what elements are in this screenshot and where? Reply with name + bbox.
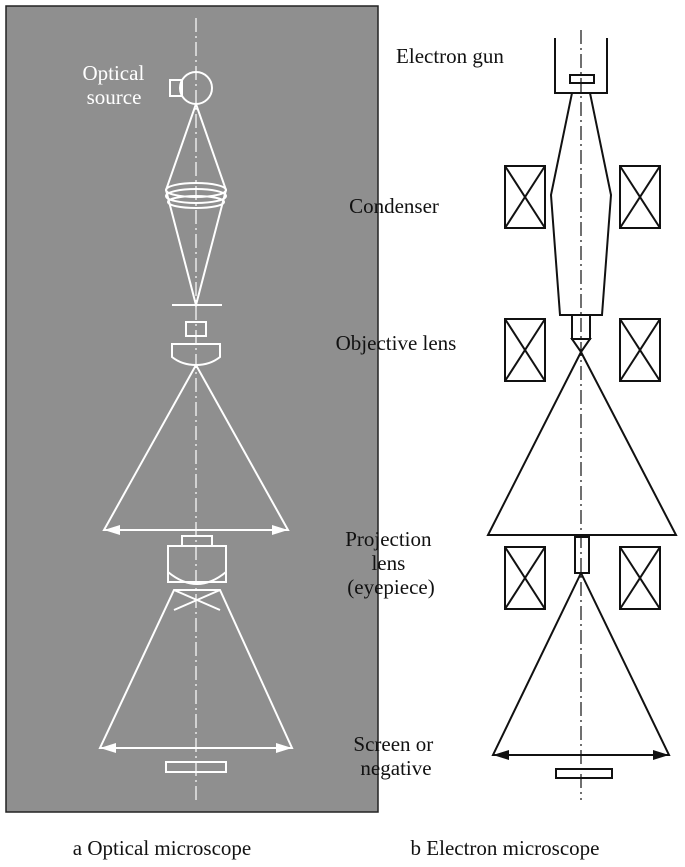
optical-microscope-panel: Optical source — [5, 5, 379, 813]
electron-gun-label: Electron gun — [396, 44, 504, 68]
optical-caption: a Optical microscope — [73, 836, 251, 860]
projection-coil-right — [619, 546, 661, 610]
optical-source-label: Optical source — [82, 61, 149, 109]
objective-tip — [570, 338, 592, 354]
optical-objective-barrel — [185, 321, 207, 337]
electron-gun-filament — [569, 74, 595, 84]
optical-condenser-lens — [165, 182, 227, 209]
projection-lens-label: Projection lens (eyepiece) — [345, 527, 437, 599]
electron-caption: b Electron microscope — [411, 836, 600, 860]
electron-screen — [555, 768, 613, 779]
objective-coil-left — [504, 318, 546, 382]
objective-coil-right — [619, 318, 661, 382]
projection-coil-left — [504, 546, 546, 610]
electron-intermediate-cone — [486, 349, 678, 536]
condenser-coil-left — [504, 165, 546, 229]
optical-panel-background — [5, 5, 379, 813]
optical-screen — [165, 761, 227, 773]
optical-source-socket — [169, 79, 183, 97]
screen-label: Screen or negative — [353, 732, 438, 780]
projection-lens-barrel — [574, 536, 590, 574]
objective-lens-label: Objective lens — [336, 331, 457, 355]
condenser-beam — [549, 92, 613, 316]
condenser-label: Condenser — [349, 194, 439, 218]
condenser-coil-right — [619, 165, 661, 229]
optical-eyepiece — [167, 535, 227, 585]
electron-microscope-panel — [486, 30, 678, 800]
